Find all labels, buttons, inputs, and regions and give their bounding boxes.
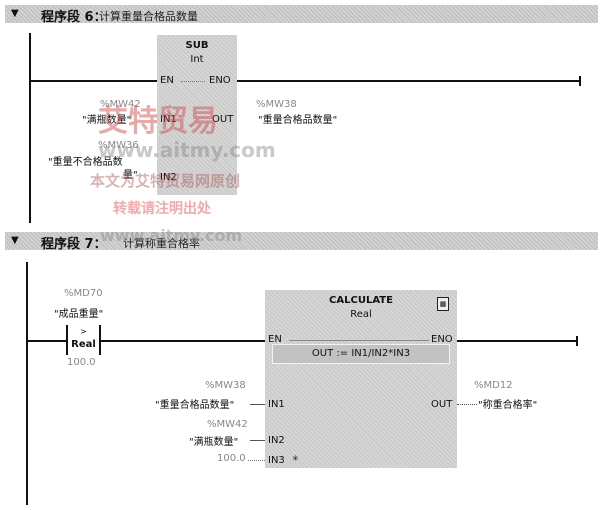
wire (457, 340, 577, 342)
out-tag[interactable]: "重量合格品数量" (258, 115, 338, 126)
watermark-url-2: www.aitmy.com (100, 226, 243, 245)
network-7-header[interactable]: ▼ 程序段 7： 计算称重合格率 (5, 232, 598, 252)
watermark-url: www.aitmy.com (98, 138, 276, 162)
calculator-icon[interactable]: ▦ (437, 297, 449, 311)
pin-eno: ENO (431, 334, 453, 345)
rung-end (576, 336, 578, 346)
compare-type[interactable]: Real (71, 339, 96, 350)
pin-in2: IN2 (160, 172, 177, 183)
in1-address: %MW42 (100, 99, 141, 110)
formula-field[interactable]: OUT := IN1/IN2*IN3 (272, 344, 450, 364)
in2-address: %MW42 (207, 419, 248, 430)
watermark-brand: 艾特贸易 (98, 104, 218, 139)
out-address: %MD12 (474, 380, 513, 391)
watermark-line2: 转载请注明出处 (113, 201, 211, 217)
sub-block[interactable]: SUB Int EN ENO IN1 OUT IN2 (157, 35, 237, 195)
block-type[interactable]: Real (350, 309, 372, 320)
pin-en: EN (160, 75, 174, 86)
power-rail-left (26, 262, 28, 505)
contact-left-bar (66, 325, 68, 355)
pin-in1: IN1 (268, 399, 285, 410)
network-6-comment[interactable]: 计算重量合格品数量 (99, 10, 198, 23)
compare-value[interactable]: 100.0 (67, 357, 96, 368)
block-type[interactable]: Int (190, 54, 204, 65)
contact-tag[interactable]: "成品重量" (54, 309, 104, 320)
collapse-triangle-icon[interactable]: ▼ (11, 8, 19, 19)
contact-right-bar (99, 325, 101, 355)
collapse-triangle-icon[interactable]: ▼ (11, 235, 19, 246)
calculate-block[interactable]: CALCULATE Real ▦ EN ENO OUT := IN1/IN2*I… (265, 290, 457, 468)
out-tag[interactable]: "称重合格率" (478, 400, 538, 411)
in2-tag[interactable]: "满瓶数量" (189, 437, 239, 448)
wire (30, 80, 158, 82)
contact-address: %MD70 (64, 288, 103, 299)
in1-tag[interactable]: "重量合格品数量" (155, 400, 235, 411)
network-6-header[interactable]: ▼ 程序段 6： 计算重量合格品数量 (5, 5, 598, 25)
watermark-line1: 本文为艾特贸易网原创 (90, 172, 241, 190)
pin-out: OUT (431, 399, 453, 410)
pin-in1: IN1 (160, 114, 177, 125)
wire (236, 80, 580, 82)
rung-end (579, 76, 581, 86)
pin-out: OUT (212, 114, 234, 125)
add-input-icon[interactable]: ✳ (292, 454, 299, 463)
in1-tag[interactable]: "满瓶数量" (82, 115, 132, 126)
out-address: %MW38 (256, 99, 297, 110)
in2-address: %MW36 (98, 140, 139, 151)
wire (27, 340, 67, 342)
in2-tag[interactable]: "重量不合格品数 (48, 157, 123, 168)
pin-eno: ENO (209, 75, 231, 86)
wire (100, 340, 266, 342)
compare-operator: > (80, 327, 87, 336)
network-7-comment[interactable]: 计算称重合格率 (123, 237, 200, 250)
pin-in2: IN2 (268, 435, 285, 446)
block-name: CALCULATE (329, 295, 393, 306)
in2-tag-cont[interactable]: 量" (123, 170, 138, 181)
pin-en: EN (268, 334, 282, 345)
power-rail-left (29, 33, 31, 223)
in3-value[interactable]: 100.0 (217, 453, 246, 464)
block-name: SUB (185, 40, 209, 51)
network-7-label: 程序段 7： (41, 237, 107, 252)
pin-in3: IN3 (268, 455, 285, 466)
network-6-label: 程序段 6： (41, 10, 107, 25)
in1-address: %MW38 (205, 380, 246, 391)
